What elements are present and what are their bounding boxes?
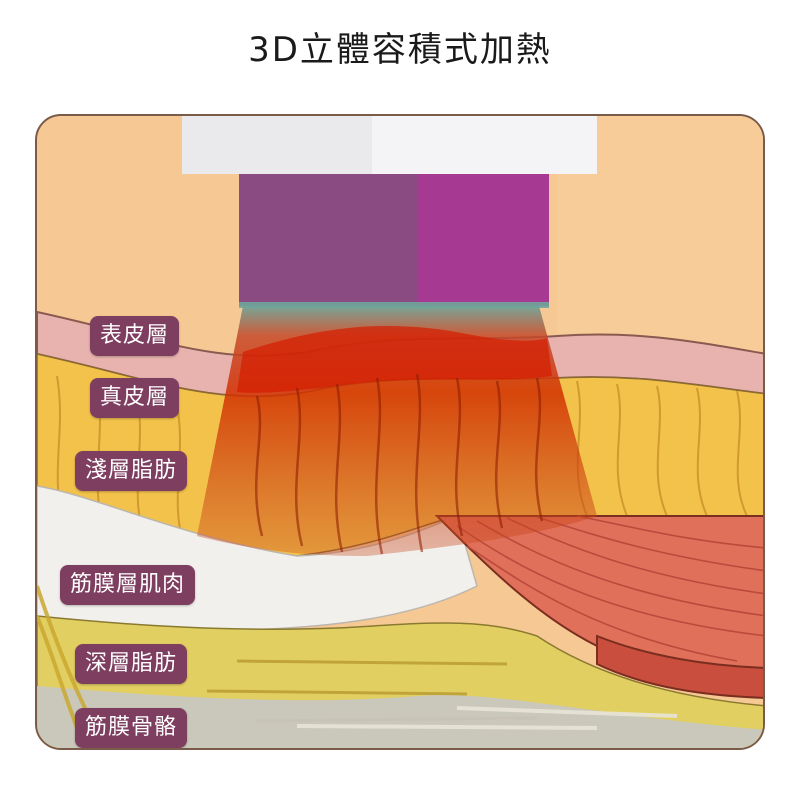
device-electrode-left — [239, 174, 417, 306]
skin-cross-section-diagram: 表皮層 真皮層 淺層脂肪 筋膜層肌肉 深層脂肪 筋膜骨骼 — [35, 114, 765, 750]
anatomy-illustration — [37, 116, 763, 748]
label-dermis: 真皮層 — [90, 378, 180, 418]
device-housing-left — [182, 116, 372, 174]
bone-layer — [37, 686, 763, 748]
label-deep-fat: 深層脂肪 — [75, 644, 188, 684]
label-fascia-bone: 筋膜骨骼 — [75, 708, 188, 748]
label-fascia-muscle: 筋膜層肌肉 — [60, 565, 196, 605]
label-epidermis: 表皮層 — [90, 316, 180, 356]
device-electrode-right — [417, 174, 549, 306]
muscle-tendon — [596, 634, 763, 700]
device-housing-right — [372, 116, 597, 174]
label-shallow-fat: 淺層脂肪 — [75, 451, 188, 491]
heat-core — [237, 325, 552, 393]
page-title: 3D立體容積式加熱 — [248, 30, 552, 70]
